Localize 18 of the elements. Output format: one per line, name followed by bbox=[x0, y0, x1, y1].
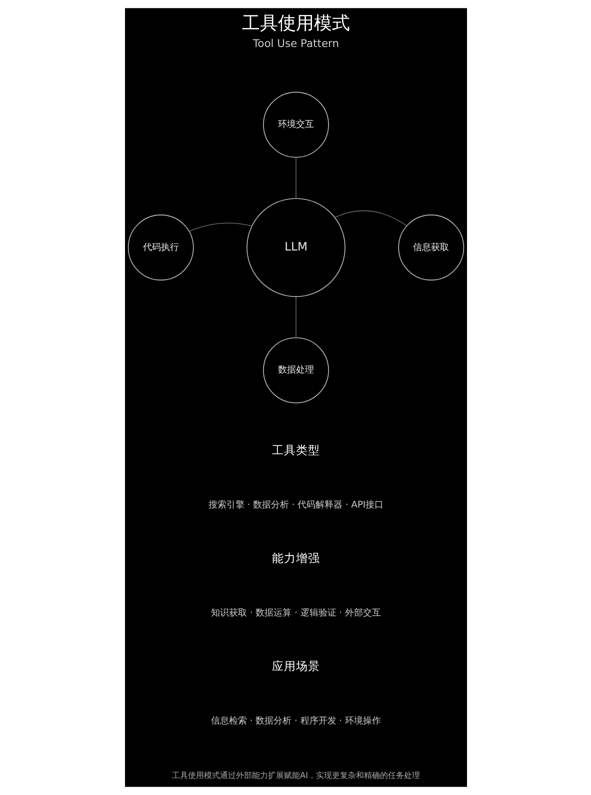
label: Tool Use Pattern bbox=[252, 37, 339, 50]
label: 搜索引擎 · 数据分析 · 代码解释器 · API接口 bbox=[208, 500, 384, 510]
label: 信息检索 · 数据分析 · 程序开发 · 环境操作 bbox=[210, 716, 380, 726]
node-circle: 信息获取 bbox=[398, 214, 464, 280]
diagram-title: 工具使用模式 bbox=[242, 13, 350, 34]
connector bbox=[295, 157, 296, 199]
label: 应用场景 bbox=[272, 659, 320, 674]
label: 知识获取 · 数据运算 · 逻辑验证 · 外部交互 bbox=[210, 608, 380, 618]
connector bbox=[188, 222, 252, 232]
node-circle: 环境交互 bbox=[262, 92, 328, 158]
label: 工具类型 bbox=[272, 443, 320, 458]
connector bbox=[295, 296, 296, 338]
node-circle: LLM bbox=[246, 198, 345, 297]
connector bbox=[334, 210, 407, 226]
node-circle: 数据处理 bbox=[262, 337, 328, 404]
label: 能力增强 bbox=[272, 551, 320, 566]
node-circle: 代码执行 bbox=[127, 214, 194, 280]
caption: 工具使用模式通过外部能力扩展赋能AI，实现更复杂和精确的任务处理 bbox=[171, 770, 420, 780]
